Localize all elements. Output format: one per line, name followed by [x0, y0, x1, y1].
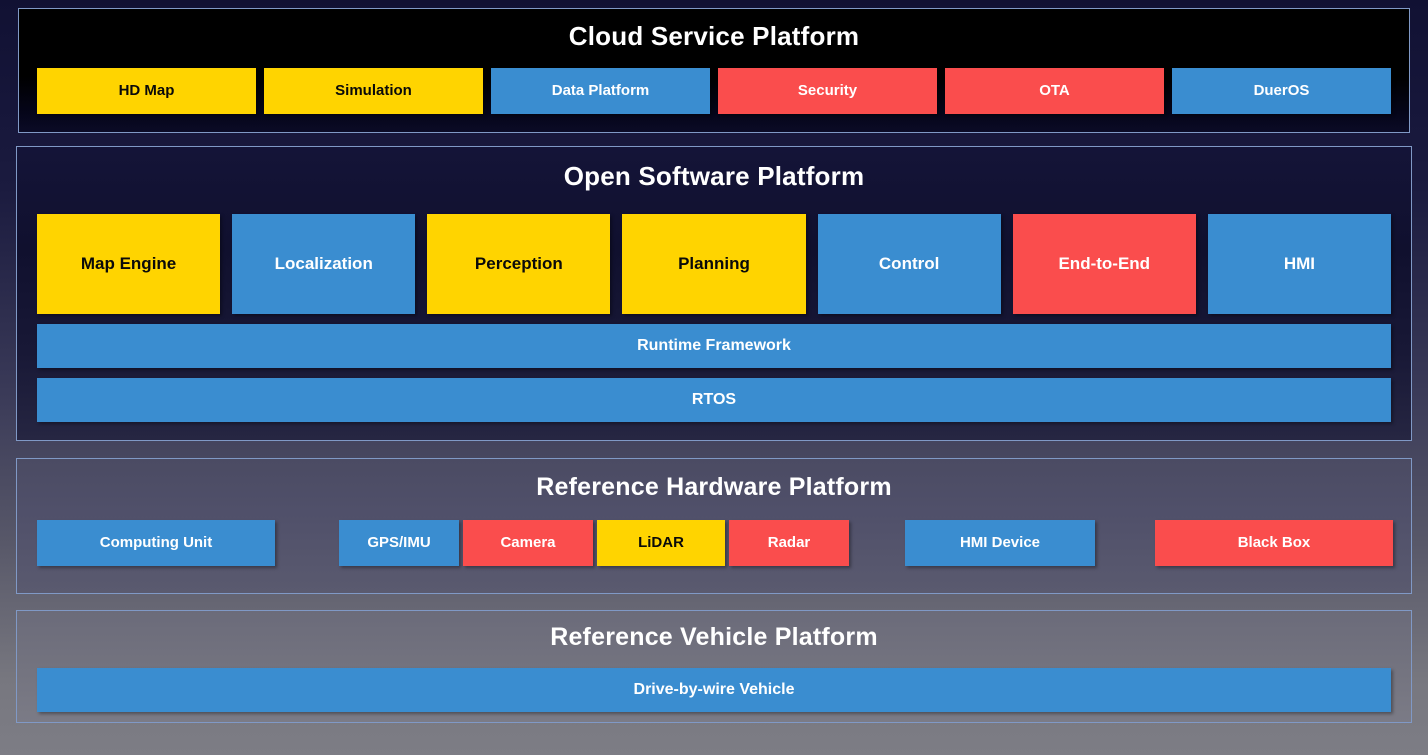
hardware-item-camera[interactable]: Camera: [463, 520, 593, 566]
software-modules-row: Map Engine Localization Perception Plann…: [17, 214, 1411, 314]
open-software-platform-title: Open Software Platform: [563, 161, 865, 191]
hardware-item-black-box[interactable]: Black Box: [1155, 520, 1393, 566]
cloud-service-platform-layer: Cloud Service Platform HD Map Simulation…: [18, 8, 1410, 133]
software-module-control[interactable]: Control: [817, 214, 1001, 314]
cloud-item-data-platform[interactable]: Data Platform: [491, 68, 710, 114]
hardware-item-gps-imu[interactable]: GPS/IMU: [339, 520, 459, 566]
cloud-item-ota[interactable]: OTA: [945, 68, 1164, 114]
cloud-item-security[interactable]: Security: [718, 68, 937, 114]
reference-hardware-platform-layer: Reference Hardware Platform Computing Un…: [16, 458, 1412, 594]
hardware-items-row: Computing Unit GPS/IMU Camera LiDAR Rada…: [17, 520, 1411, 566]
software-runtime-framework-row: Runtime Framework: [17, 324, 1411, 368]
cloud-service-items-row: HD Map Simulation Data Platform Security…: [19, 68, 1409, 114]
cloud-item-simulation[interactable]: Simulation: [264, 68, 483, 114]
vehicle-bar-row: Drive-by-wire Vehicle: [17, 668, 1411, 712]
cloud-service-platform-title: Cloud Service Platform: [568, 21, 860, 51]
cloud-item-dueros[interactable]: DuerOS: [1172, 68, 1391, 114]
software-module-map-engine[interactable]: Map Engine: [37, 214, 221, 314]
software-bar-rtos[interactable]: RTOS: [37, 378, 1391, 422]
cloud-item-hd-map[interactable]: HD Map: [37, 68, 256, 114]
software-module-perception[interactable]: Perception: [427, 214, 611, 314]
software-bar-runtime-framework[interactable]: Runtime Framework: [37, 324, 1391, 368]
reference-vehicle-platform-layer: Reference Vehicle Platform Drive-by-wire…: [16, 610, 1412, 723]
software-module-end-to-end[interactable]: End-to-End: [1012, 214, 1196, 314]
open-software-platform-layer: Open Software Platform Map Engine Locali…: [16, 146, 1412, 441]
hardware-item-hmi-device[interactable]: HMI Device: [905, 520, 1095, 566]
software-module-hmi[interactable]: HMI: [1207, 214, 1391, 314]
reference-hardware-platform-title: Reference Hardware Platform: [536, 473, 892, 501]
hardware-item-radar[interactable]: Radar: [729, 520, 849, 566]
reference-vehicle-platform-title: Reference Vehicle Platform: [550, 623, 878, 651]
software-rtos-row: RTOS: [17, 378, 1411, 422]
hardware-item-computing-unit[interactable]: Computing Unit: [37, 520, 275, 566]
software-module-planning[interactable]: Planning: [622, 214, 806, 314]
vehicle-bar-drive-by-wire[interactable]: Drive-by-wire Vehicle: [37, 668, 1391, 712]
hardware-item-lidar[interactable]: LiDAR: [597, 520, 725, 566]
software-module-localization[interactable]: Localization: [232, 214, 416, 314]
